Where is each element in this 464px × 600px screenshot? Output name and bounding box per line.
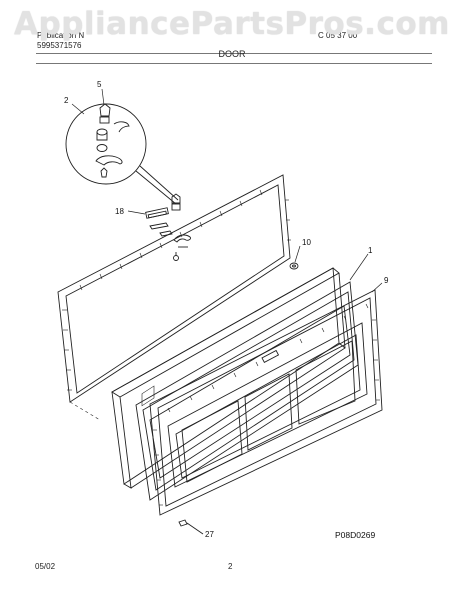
plug-10 <box>289 262 299 270</box>
door-liner <box>135 281 359 501</box>
section-title: DOOR <box>218 49 246 59</box>
door-inner-liner <box>149 289 383 516</box>
callout-9: 9 <box>384 276 389 285</box>
header-rule <box>36 53 432 54</box>
door-outer-panel <box>111 267 346 489</box>
door-gasket <box>57 174 291 403</box>
callout-27: 27 <box>205 530 214 539</box>
footer-page-number: 2 <box>228 562 233 571</box>
footer-date: 05/02 <box>35 562 56 571</box>
callout-1: 1 <box>368 246 373 255</box>
callout-18: 18 <box>115 207 124 216</box>
hardware-detail-circle <box>65 103 179 205</box>
header-rule-lower <box>36 63 432 64</box>
diagram-code: P08D0269 <box>335 530 375 540</box>
screw-27 <box>178 519 204 535</box>
leader-lines <box>71 88 383 293</box>
callout-10: 10 <box>302 238 311 247</box>
model-code: C 05 37 00 <box>318 31 358 40</box>
callout-labels: 2 5 18 10 1 9 27 P08D0269 <box>64 80 389 540</box>
publication-number: 5995371576 <box>37 41 82 50</box>
callout-2: 2 <box>64 96 69 105</box>
publication-label: Publication N <box>37 31 85 40</box>
callout-5: 5 <box>97 80 102 89</box>
